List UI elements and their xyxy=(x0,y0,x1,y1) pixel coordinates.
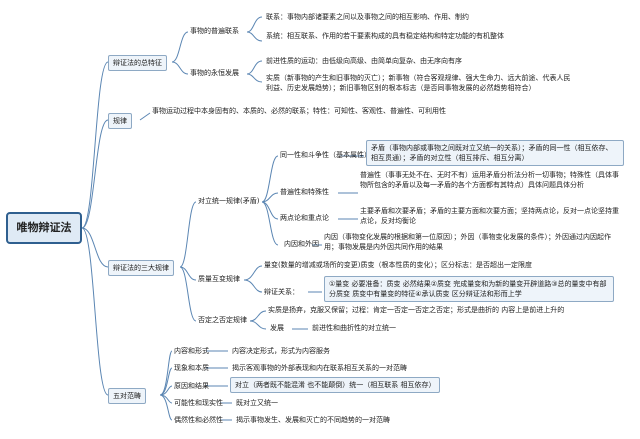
node-pair-possibility-reality: 可能性和现实性 xyxy=(174,399,223,407)
text-pair-possibility-reality: 既对立又统一 xyxy=(236,399,278,407)
text-connection: 联系：事物内部诸要素之间以及事物之间的相互影响、作用、制约 xyxy=(266,13,469,21)
node-identity-struggle: 同一性和斗争性（基本属性） xyxy=(280,151,371,159)
node-development: 发展 xyxy=(270,324,284,332)
text-identity-struggle: 矛盾（事物内部或事物之间既对立又统一的关系）；矛盾的同一性（相互依存、相互贯通）… xyxy=(366,140,624,166)
node-summary: 辩证法的总特征 xyxy=(108,55,167,71)
text-universality-particularity: 普遍性（事事无处不在、无时不有）运用矛盾分析法分析一切事物；特殊性（具体事物所包… xyxy=(360,171,619,189)
text-law-definition: 事物运动过程中本身固有的、本质的、必然的联系；特性：可知性、客观性、普遍性、可利… xyxy=(152,107,446,115)
node-pair-phenomenon-essence: 现象和本质 xyxy=(174,364,209,372)
node-negation-law: 否定之否定规律 xyxy=(198,316,247,324)
text-pair-chance-necessity: 揭示事物发生、发展和灭亡的不同趋势的一对范畴 xyxy=(236,416,390,424)
node-three-laws: 辩证法的三大规律 xyxy=(108,260,174,276)
node-pair-cause-effect: 原因和结果 xyxy=(174,382,209,390)
node-law: 规律 xyxy=(108,113,132,129)
node-dialectic-relation: 辩证关系： xyxy=(264,288,299,296)
text-progress-motion: 前进性质的运动：由低级向高级、由简单向复杂、由无序向有序 xyxy=(266,57,462,65)
root-node: 唯物辩证法 xyxy=(6,212,82,244)
text-system: 系统：相互联系、作用的若干要素构成的具有稳定结构和特定功能的有机整体 xyxy=(266,32,504,40)
text-two-point-key-point: 主要矛盾和次要矛盾；矛盾的主要方面和次要方面；坚持两点论，反对一点论坚持重点论，… xyxy=(360,207,619,225)
node-pair-content-form: 内容和形式 xyxy=(174,347,209,355)
node-unity-of-opposites: 对立统一规律(矛盾) xyxy=(198,197,260,205)
node-universal-connection: 事物的普遍联系 xyxy=(190,27,239,35)
text-pair-phenomenon-essence: 揭示客观事物的外部表现和内在联系相互关系的一对范畴 xyxy=(232,364,407,372)
text-internal-external-cause: 内因（事物变化发展的根据和第一位原因）；外因（事物变化发展的条件）；外因通过内因… xyxy=(324,233,611,251)
node-quantity-quality-law: 质量互变规律 xyxy=(198,275,240,283)
node-eternal-development: 事物的永恒发展 xyxy=(190,69,239,77)
node-pair-chance-necessity: 偶然性和必然性 xyxy=(174,416,223,424)
node-universality-particularity: 普遍性和特殊性 xyxy=(280,188,329,196)
text-development-essence: 实质（新事物的产生和旧事物的灭亡）；新事物（符合客观规律、强大生命力、远大前途、… xyxy=(266,74,571,92)
text-negation-essence: 实质是扬弃，克服又保留；过程：肯定一否定一否定之否定；形式是曲折的 内容上是前进… xyxy=(268,306,565,314)
text-pair-content-form: 内容决定形式，形式为内容服务 xyxy=(232,347,330,355)
node-five-pairs: 五对范畴 xyxy=(108,388,146,404)
text-development: 前进性和曲折性的对立统一 xyxy=(312,324,396,332)
node-internal-external-cause: 内因和外因 xyxy=(284,240,319,248)
text-dialectic-relation: ①量变 必要准备：质变 必然结果②质变 完成量变和为新的量变开辟道路③总的量变中… xyxy=(324,276,614,302)
text-pair-cause-effect: 对立（两者既不能混淆 也不能颠倒）统一（相互联系 相互依存） xyxy=(230,377,441,393)
node-two-point-key-point: 两点论和重点论 xyxy=(280,214,329,222)
text-quantity-quality-change: 量变(数量的增减或场所的变更)质变（根本性质的变化）；区分标志：是否超出一定限度 xyxy=(264,261,532,269)
